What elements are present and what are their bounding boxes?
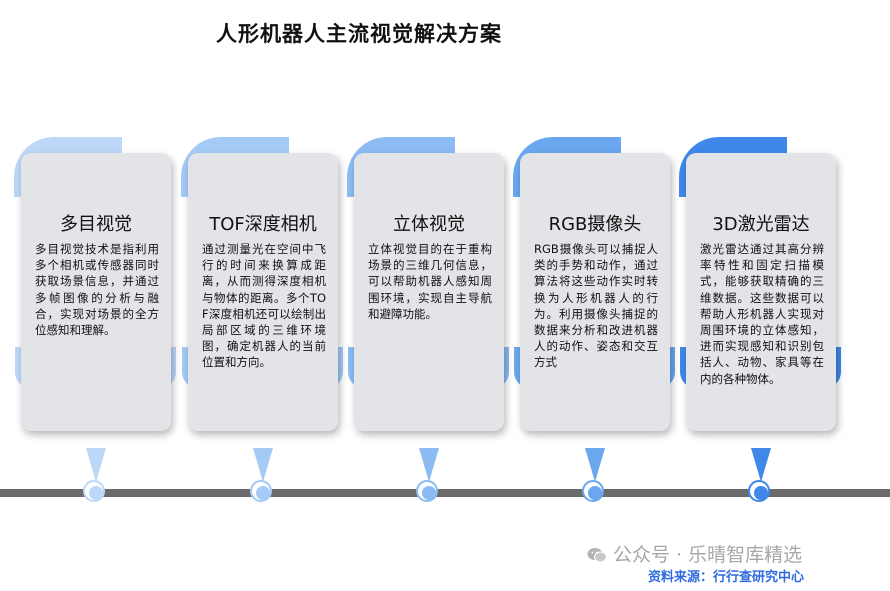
card-title: 立体视觉 — [393, 214, 465, 235]
card-title: TOF深度相机 — [209, 214, 317, 235]
card-panel — [21, 153, 171, 431]
card-body: 激光雷达通过其高分辨率特性和固定扫描模式，能够获取精确的三维数据。这些数据可以帮… — [700, 242, 824, 386]
card-panel — [520, 153, 670, 431]
card-pointer — [585, 448, 605, 482]
card-body: RGB摄像头可以捕捉人类的手势和动作，通过算法将这些动作实时转换为人形机器人的行… — [534, 242, 658, 370]
card-body: 多目视觉技术是指利用多个相机或传感器同时获取场景信息，并通过多帧图像的分析与融合… — [35, 242, 159, 338]
timeline-bar — [0, 489, 890, 497]
card-pointer — [253, 448, 273, 482]
timeline-dot — [582, 480, 604, 502]
wechat-icon — [587, 548, 607, 563]
card-panel — [354, 153, 504, 431]
card-pointer — [751, 448, 771, 482]
card-panel — [188, 153, 338, 431]
page-title: 人形机器人主流视觉解决方案 — [216, 22, 502, 46]
watermark-brand: 公众号 · 乐晴智库精选 — [587, 540, 802, 567]
card-title: RGB摄像头 — [548, 214, 642, 235]
card-title: 3D激光雷达 — [712, 214, 810, 235]
card-pointer — [419, 448, 439, 482]
card-pointer — [86, 448, 106, 482]
card-panel — [686, 153, 836, 431]
card-title: 多目视觉 — [60, 214, 132, 235]
timeline-dot — [83, 480, 105, 502]
timeline-dot — [748, 480, 770, 502]
card-body: 立体视觉目的在于重构场景的三维几何信息，可以帮助机器人感知周围环境，实现自主导航… — [368, 242, 492, 321]
watermark-brand-text: 公众号 · 乐晴智库精选 — [613, 544, 803, 566]
timeline-dot — [416, 480, 438, 502]
source-note: 资料来源：行行查研究中心 — [648, 570, 805, 585]
timeline-dot — [250, 480, 272, 502]
card-body: 通过测量光在空间中飞行的时间来换算成距离，从而测得深度相机与物体的距离。多个TO… — [202, 242, 326, 370]
